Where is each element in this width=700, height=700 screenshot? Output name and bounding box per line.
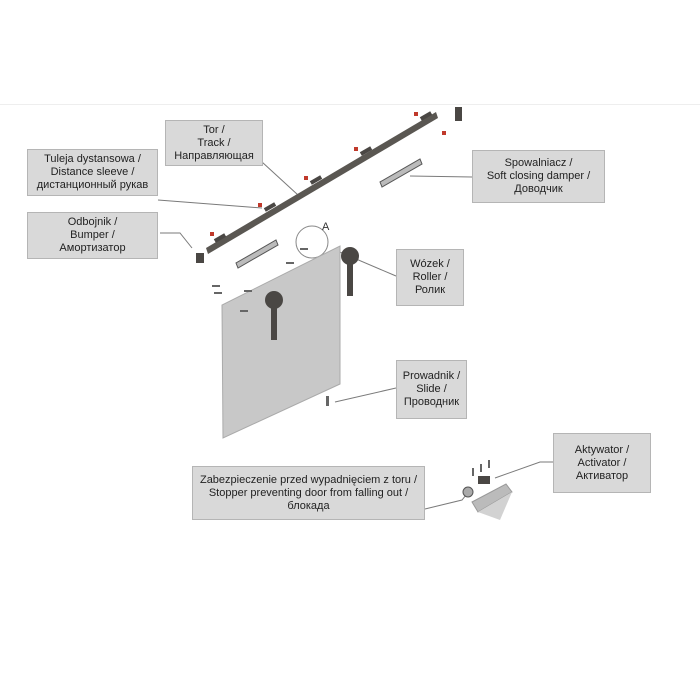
- label-bumper-ru: Амортизатор: [59, 242, 126, 254]
- damper-left: [235, 239, 279, 269]
- detail-marker: A: [322, 221, 330, 233]
- label-sleeve: Tuleja dystansowa / Distance sleeve / ди…: [27, 149, 158, 196]
- label-stopper-pl: Zabezpieczenie przed wypadnięciem z toru…: [199, 473, 418, 486]
- roller-left: [265, 291, 283, 340]
- label-activator-ru: Активатор: [575, 469, 629, 482]
- label-bumper-en: Bumper /: [70, 229, 115, 241]
- label-damper-en: Soft closing damper /: [486, 170, 591, 182]
- damper-right: [379, 158, 423, 188]
- label-damper-ru: Доводчик: [514, 183, 563, 195]
- label-slide-ru: Проводник: [403, 396, 460, 408]
- label-track-ru: Направляющая: [174, 149, 254, 162]
- wall-bolts: [210, 111, 446, 243]
- label-slide-en: Slide /: [416, 383, 447, 395]
- bumper-part: [196, 253, 204, 263]
- label-bumper-pl: Odbojnik /: [67, 216, 118, 228]
- roller-right: [341, 247, 359, 296]
- label-roller-ru: Ролик: [414, 284, 446, 296]
- leader-lines: [157, 161, 553, 510]
- label-sleeve-pl: Tuleja dystansowa /: [44, 153, 141, 165]
- label-slide-pl: Prowadnik /: [402, 370, 461, 382]
- top-divider: [0, 104, 700, 105]
- label-sleeve-ru: дистанционный рукав: [36, 179, 149, 191]
- label-sleeve-en: Distance sleeve /: [50, 166, 135, 178]
- activator-part: [478, 476, 490, 484]
- label-damper: Spowalniacz / Soft closing damper / Дово…: [472, 150, 605, 203]
- label-bumper: Odbojnik / Bumper / Амортизатор: [27, 212, 158, 259]
- label-roller-en: Roller /: [412, 271, 448, 283]
- label-activator: Aktywator / Activator / Активатор: [553, 433, 651, 493]
- track-rail: [206, 112, 438, 254]
- label-stopper-en: Stopper preventing door from falling out…: [208, 486, 409, 499]
- screws: [212, 248, 490, 476]
- track-end-stop: [455, 107, 462, 121]
- label-track: Tor / Track / Направляющая: [165, 120, 263, 166]
- label-stopper: Zabezpieczenie przed wypadnięciem z toru…: [192, 466, 425, 520]
- label-damper-pl: Spowalniacz /: [504, 157, 573, 169]
- label-track-en: Track /: [197, 136, 231, 149]
- label-stopper-ru: блокада: [287, 499, 330, 512]
- label-roller: Wózek / Roller / Ролик: [396, 249, 464, 306]
- label-slide: Prowadnik / Slide / Проводник: [396, 360, 467, 419]
- detail-circle: [295, 225, 329, 259]
- label-roller-pl: Wózek /: [410, 258, 450, 270]
- label-track-pl: Tor /: [203, 123, 225, 136]
- label-activator-en: Activator /: [577, 456, 627, 469]
- activator-floor-detail: [478, 492, 512, 520]
- label-activator-pl: Aktywator /: [574, 443, 630, 456]
- stopper-part: [462, 486, 474, 498]
- door-panel: [221, 245, 341, 439]
